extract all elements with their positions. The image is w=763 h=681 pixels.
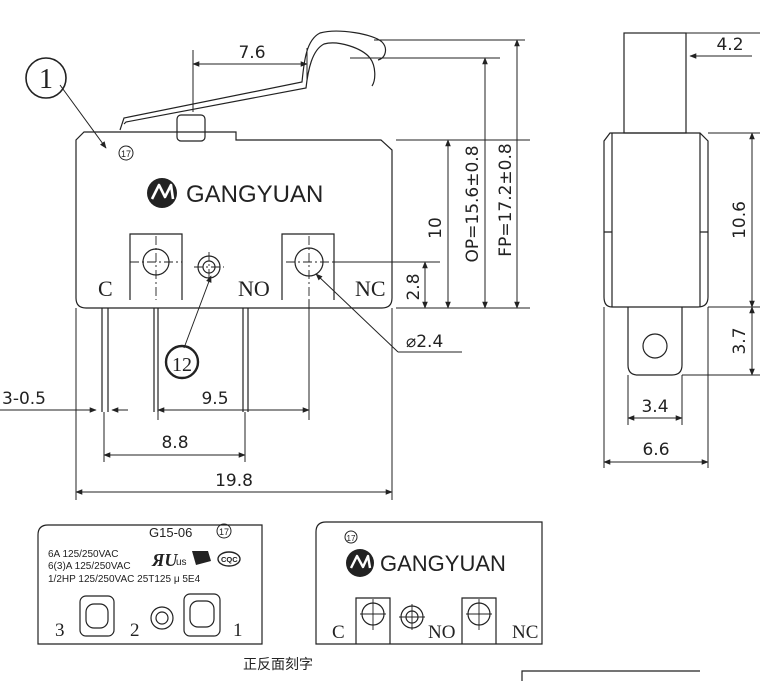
mark-17-front-label: 17 [347, 534, 356, 543]
side-terminal-hole [642, 333, 668, 359]
terminal-3-pad [79, 595, 115, 637]
switch-body [75, 131, 393, 309]
dim-pitch-88: 8.8 [161, 433, 188, 453]
plunger [176, 114, 206, 142]
dim-terminal-thickness: 3-0.5 [2, 389, 46, 409]
dim-actuator-width: 4.2 [716, 35, 743, 55]
terminal-c-tab [129, 233, 183, 300]
side-actuator [623, 32, 687, 134]
callout-1-ring [25, 57, 67, 99]
dim-lever-offset: 7.6 [238, 43, 265, 63]
marking-front-body [315, 521, 543, 645]
front-dimensions [0, 39, 530, 500]
marking-nc-label: NC [512, 622, 538, 643]
marking-back-view [37, 524, 263, 645]
brand-logo-icon-small [346, 549, 374, 577]
dim-terminal-length: 3.7 [730, 327, 750, 354]
marking-no-label: NO [428, 622, 455, 643]
pin-no [153, 308, 159, 412]
rating-line-1: 6A 125/250VAC [48, 549, 118, 560]
cqc-mark-icon: CQC [217, 551, 241, 567]
brand-logo-icon [147, 178, 177, 208]
dim-terminal-height: 2.8 [404, 273, 424, 300]
terminal-2-hole [150, 606, 174, 630]
side-terminal [627, 307, 683, 376]
brand-name: GANGYUAN [186, 181, 323, 208]
terminal-number-2: 2 [130, 620, 140, 641]
svg-text:CQC: CQC [221, 555, 238, 564]
side-body [603, 132, 709, 308]
dim-side-body-width: 6.6 [642, 440, 669, 460]
pin-nc [242, 308, 249, 412]
mark-17-back-label: 17 [219, 527, 229, 537]
terminal-number-3: 3 [55, 620, 65, 641]
svg-text:ЯU: ЯU [151, 550, 178, 570]
side-view [603, 32, 709, 376]
pin-c [101, 308, 109, 412]
terminal-nc-tab [281, 233, 335, 300]
dim-hole-dia: ⌀2.4 [406, 332, 443, 352]
side-dimensions [603, 32, 760, 468]
rating-line-2: 6(3)A 125/250VAC [48, 561, 131, 572]
dim-side-body-height: 10.6 [730, 201, 750, 239]
callout-12-label: 12 [172, 354, 192, 376]
mark-17-ring [118, 145, 134, 161]
svg-text:CE: CE [194, 553, 206, 562]
ur-mark-icon: ЯU [151, 550, 178, 570]
dim-body-height: 10 [426, 217, 446, 239]
dim-pitch-95: 9.5 [201, 389, 228, 409]
cert-sub-text: us [176, 557, 187, 568]
partial-frame [521, 670, 700, 681]
terminal-number-1: 1 [233, 620, 243, 641]
marking-nc-tab [461, 597, 497, 644]
model-number: G15-06 [149, 525, 192, 540]
dim-fp: FP=17.2±0.8 [496, 143, 516, 256]
dim-body-length: 19.8 [215, 471, 253, 491]
centerlines [130, 236, 334, 300]
front-view [75, 30, 393, 412]
marking-c-tab [355, 597, 391, 644]
caption: 正反面刻字 [243, 657, 313, 673]
mark-17-label: 17 [121, 149, 131, 159]
callout-1-label: 1 [39, 64, 53, 95]
terminal-c-label: C [98, 276, 113, 301]
terminal-no-label: NO [238, 276, 270, 301]
ce-mark-icon: CE [192, 551, 211, 565]
marking-back-body [37, 524, 263, 645]
rating-line-3: 1/2HP 125/250VAC 25T125 μ 5E4 [48, 574, 201, 585]
dim-op: OP=15.6±0.8 [463, 145, 483, 262]
marking-front-view [315, 521, 543, 645]
terminal-nc-label: NC [355, 276, 386, 301]
marking-c-label: C [332, 622, 345, 643]
callout-12-ring [164, 344, 200, 380]
brand-name-marking: GANGYUAN [380, 551, 506, 576]
terminal-1-pad [183, 593, 221, 637]
dim-terminal-width: 3.4 [641, 397, 668, 417]
